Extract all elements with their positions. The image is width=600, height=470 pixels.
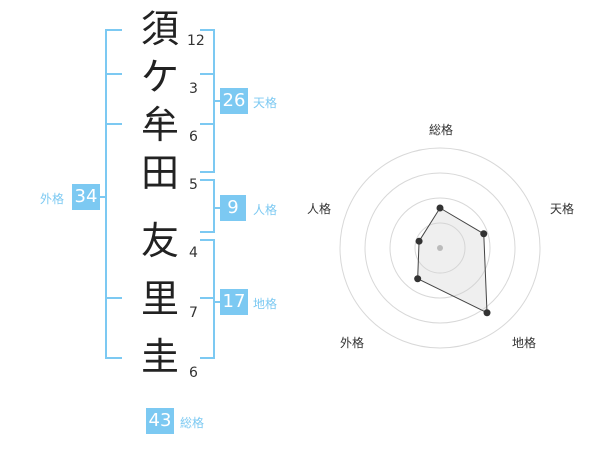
tenkaku-value-badge: 26 (220, 88, 248, 114)
name-char-1: 須 (140, 7, 179, 51)
radar-grid-ring (364, 172, 516, 324)
radar-point-2 (480, 230, 488, 238)
radar-axis-label-chikaku: 地格 (511, 336, 536, 350)
gaikaku-bracket (105, 29, 122, 359)
radar-grid-ring (389, 197, 491, 299)
radar-axis-label-tenkaku: 天格 (549, 202, 574, 216)
radar-grid-ring (414, 222, 466, 274)
gaikaku-label: 外格 (40, 192, 65, 206)
radar-axis-label-gaikaku: 外格 (339, 336, 364, 350)
name-char-3: 牟 (140, 103, 179, 147)
stroke-count-2: 3 (189, 81, 198, 97)
chikaku-value-badge: 17 (220, 289, 248, 315)
radar-point-4 (414, 275, 422, 283)
name-char-5: 友 (140, 219, 179, 263)
name-char-4: 田 (140, 151, 179, 195)
stroke-count-3: 6 (189, 129, 198, 145)
name-char-2: ケ (140, 55, 179, 99)
radar-point-5 (415, 237, 423, 245)
stroke-count-7: 6 (189, 365, 198, 381)
jinkaku-bracket (200, 179, 215, 233)
stroke-count-5: 4 (189, 245, 198, 261)
radar-grid-ring (339, 147, 541, 349)
tenkaku-label: 天格 (253, 96, 278, 110)
jinkaku-value-badge: 9 (220, 195, 246, 221)
stroke-count-6: 7 (189, 305, 198, 321)
soukaku-value-badge: 43 (146, 408, 174, 434)
jinkaku-label: 人格 (253, 203, 278, 217)
name-char-6: 里 (140, 277, 179, 321)
name-char-7: 圭 (140, 335, 179, 379)
radar-point-1 (436, 204, 444, 212)
radar-center-dot (437, 245, 443, 251)
chikaku-label: 地格 (253, 297, 278, 311)
radar-axis-label-jinkaku: 人格 (306, 202, 331, 216)
radar-axis-label-soukaku: 総格 (428, 123, 453, 137)
radar-data-polygon (417, 207, 488, 314)
soukaku-label: 総格 (180, 416, 205, 430)
gaikaku-value-badge: 34 (72, 184, 100, 210)
stroke-count-4: 5 (189, 177, 198, 193)
radar-point-3 (483, 309, 491, 317)
stroke-count-1: 12 (187, 33, 205, 49)
